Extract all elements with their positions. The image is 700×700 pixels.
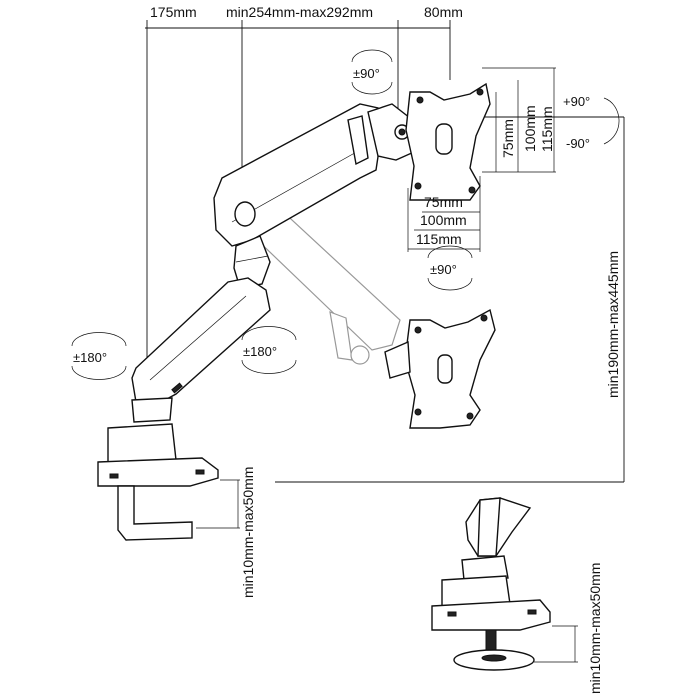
rotation-elbow-arc-upper [241, 326, 297, 341]
elbow-seam [235, 255, 269, 263]
rotation-rotate-bottom: ±90° [427, 245, 473, 291]
grommet-pole-collar [461, 555, 509, 581]
ghost-joint [350, 345, 370, 365]
rotation-tilt-up-label: +90° [563, 94, 590, 109]
rotation-bottom-label: ±90° [430, 262, 457, 277]
clamp-top-plate [97, 457, 219, 487]
main-arm [97, 103, 415, 541]
rotation-base: ±180° [71, 332, 127, 380]
rotation-bottom-arc-upper [427, 245, 473, 259]
clamp-c-bracket [117, 485, 193, 541]
vesa-vertical-dims: 75mm 100mm 115mm [482, 67, 556, 173]
vesa-hole-bottom-left [414, 182, 422, 190]
vesa-h-100-label: 100mm [420, 212, 467, 228]
grommet-range-label: min10mm-max50mm [587, 563, 603, 694]
height-range-label: min190mm-max445mm [605, 251, 621, 398]
rotation-base-arc-lower [71, 365, 127, 380]
rotation-swivel-top-label: ±90° [353, 66, 380, 81]
rotation-elbow: ±180° [241, 326, 297, 374]
ghost-hole-1 [414, 326, 422, 334]
rotation-elbow-label: ±180° [243, 344, 277, 359]
rotation-arc-upper [351, 49, 393, 63]
base-block [107, 423, 177, 463]
vesa-hole-top-right [476, 88, 484, 96]
ghost-tilt-head [384, 340, 411, 379]
top-dimension-group: 175mm min254mm-max292mm 80mm [145, 4, 463, 368]
dim-80mm-label: 80mm [424, 4, 463, 20]
rotation-tilt-down-label: -90° [566, 136, 590, 151]
dim-175mm-label: 175mm [150, 4, 197, 20]
vesa-v-75-label: 75mm [500, 119, 516, 158]
lower-arm-edge [149, 295, 247, 381]
vesa-plate [405, 82, 491, 201]
vesa-hole-bottom-right [468, 186, 476, 194]
dim-arm-length-label: min254mm-max292mm [226, 4, 373, 20]
upper-arm [213, 103, 383, 247]
grommet-top-plate [431, 599, 551, 631]
vesa-v-115-label: 115mm [539, 106, 555, 152]
grommet-mount-inset: min10mm-max50mm [431, 497, 603, 694]
grommet-pad-left [447, 611, 457, 617]
rotation-tilt-arc [603, 97, 620, 145]
height-dimension-group: min190mm-max445mm [275, 116, 625, 483]
rotation-base-arc-upper [71, 332, 127, 347]
rotation-arc-lower [351, 81, 393, 95]
rotation-tilt: +90° -90° [563, 94, 620, 151]
vesa-v-100-label: 100mm [522, 105, 538, 152]
lower-arm [131, 277, 271, 407]
tilt-knob-center [398, 128, 406, 136]
rotation-bottom-arc-lower [427, 277, 473, 291]
vesa-hole-top-left [416, 96, 424, 104]
grommet-pad-right [527, 609, 537, 615]
clamp-range-label: min10mm-max50mm [240, 467, 256, 598]
vesa-center-slot [435, 123, 453, 155]
grommet-arm-side [477, 497, 501, 557]
grommet-base-block [441, 575, 511, 607]
vesa-horizontal-dims: 75mm 100mm 115mm [407, 176, 481, 252]
ghost-hole-3 [414, 408, 422, 416]
pole-collar [131, 397, 173, 423]
upper-arm-cap [234, 201, 256, 227]
clamp-pad-right [195, 469, 205, 475]
ghost-plate-slot [437, 354, 453, 384]
clamp-dimension-group: min10mm-max50mm [196, 467, 256, 598]
cable-clip [347, 115, 369, 166]
grommet-nut [481, 654, 507, 662]
rotation-swivel-top: ±90° [351, 49, 393, 95]
elbow-joint [233, 235, 271, 289]
clamp-pad-left [109, 473, 119, 479]
rotation-base-label: ±180° [73, 350, 107, 365]
rotation-elbow-arc-lower [241, 359, 297, 374]
vesa-h-75-label: 75mm [424, 194, 463, 210]
lower-arm-slot [171, 382, 183, 394]
ghost-hole-2 [480, 314, 488, 322]
ghost-hole-4 [466, 412, 474, 420]
vesa-h-115-label: 115mm [416, 231, 462, 247]
